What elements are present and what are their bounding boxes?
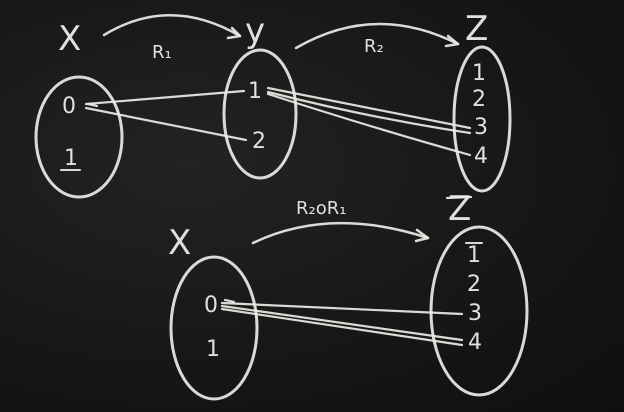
bottom-arrow-composite-head	[414, 228, 430, 243]
top-diagram: X y Z R₁ R₂ 0 1 1 2 1 2 3 4	[34, 9, 512, 199]
top-x-element-1: 1	[64, 146, 78, 171]
top-arrow-r1-curve	[102, 14, 242, 38]
top-arrow-r1-head	[226, 26, 242, 40]
top-r2-line-1-to-4	[266, 92, 472, 157]
top-z-element-1: 1	[472, 61, 486, 86]
bottom-composite-line-start-tick	[223, 298, 236, 304]
bottom-z-element-4: 4	[468, 330, 482, 355]
bottom-arrow-composite-label: R₂oR₁	[296, 198, 346, 219]
top-z-element-3: 3	[474, 115, 488, 140]
top-z-element-4: 4	[474, 144, 488, 169]
top-set-x-oval	[34, 75, 124, 199]
top-r1-line-0-to-1	[84, 89, 246, 106]
bottom-composite-line-0-to-4-a	[220, 304, 464, 342]
bottom-set-z-name: Z	[448, 189, 471, 229]
bottom-set-z-oval	[429, 225, 529, 397]
bottom-z-element-2: 2	[467, 272, 481, 297]
top-set-z-name: Z	[465, 9, 488, 49]
bottom-z-element-1: 1	[467, 243, 481, 268]
top-set-y-name: y	[245, 11, 265, 51]
bottom-set-z-name-extra-stroke	[445, 195, 473, 200]
bottom-composite-line-0-to-3	[220, 301, 464, 316]
top-arrow-r2-head	[444, 34, 460, 48]
top-set-y-oval	[222, 48, 298, 180]
top-arrow-r2-label: R₂	[364, 36, 384, 57]
top-y-element-2: 2	[252, 129, 266, 154]
top-arrow-r2-curve	[294, 22, 460, 50]
bottom-z-element-3: 3	[468, 301, 482, 326]
top-x-element-0: 0	[62, 94, 76, 119]
bottom-arrow-composite-curve	[251, 221, 430, 245]
top-r1-line-start-tick	[86, 102, 99, 108]
top-r2-line-1-to-3-b	[266, 90, 472, 135]
bottom-diagram: X Z R₂oR₁ 0 1 1 2 3 4	[168, 189, 529, 401]
top-y-element-1: 1	[248, 79, 262, 104]
top-set-z-oval	[452, 45, 512, 193]
top-r1-line-0-to-2	[84, 106, 248, 142]
top-arrow-r1-label: R₁	[152, 42, 172, 63]
top-z-element-2: 2	[472, 87, 486, 112]
top-set-x-name: X	[58, 19, 81, 59]
bottom-set-x-oval	[169, 255, 259, 401]
bottom-set-x-name: X	[168, 223, 191, 263]
bottom-composite-line-0-to-4-b	[220, 307, 464, 347]
top-r2-line-1-to-3-a	[266, 86, 472, 130]
bottom-x-element-0: 0	[204, 293, 218, 318]
bottom-x-element-1: 1	[206, 337, 220, 362]
